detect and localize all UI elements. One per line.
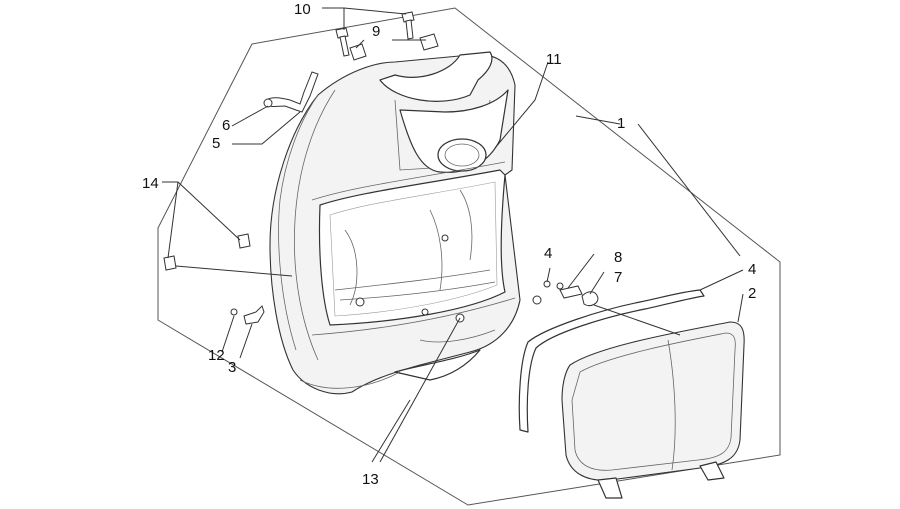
lock-8[interactable] [581, 291, 599, 307]
bracket-3[interactable] [243, 305, 265, 325]
callout-label: 8 [614, 249, 622, 266]
door-gasket[interactable] [518, 289, 705, 433]
callout-label: 14 [142, 175, 159, 192]
bolt-11-left[interactable] [335, 27, 350, 57]
screw-4-right-b[interactable] [556, 282, 564, 290]
callout-label: 13 [362, 471, 379, 488]
callout-label: 12 [208, 347, 225, 364]
clip-nut-14-a[interactable] [237, 233, 251, 249]
screw-7[interactable] [263, 98, 273, 108]
callout-label: 7 [614, 269, 622, 286]
callout-label: 6 [222, 117, 230, 134]
clip-nut-14-b[interactable] [163, 255, 177, 271]
assembly-boundary [157, 7, 781, 506]
callout-label: 3 [228, 359, 236, 376]
callout-label: 11 [546, 51, 562, 68]
callout-label: 10 [294, 1, 311, 18]
callout-label: 4 [748, 261, 756, 278]
hook-bracket-6[interactable] [265, 71, 319, 113]
callout-label: 2 [748, 285, 756, 302]
screw-4-left[interactable] [230, 308, 238, 316]
latch-9[interactable] [559, 285, 583, 299]
clip-10-right[interactable] [419, 33, 439, 51]
grommet-13[interactable] [532, 295, 542, 305]
glovebox-door[interactable] [561, 321, 745, 499]
leg-shield-body[interactable] [269, 51, 521, 395]
callout-label: 9 [372, 23, 380, 40]
callout-label: 5 [212, 135, 220, 152]
callout-label: 1 [617, 115, 625, 132]
bolt-11-right[interactable] [401, 11, 415, 40]
leader-lines [162, 7, 744, 463]
callout-label: 4 [544, 245, 552, 262]
